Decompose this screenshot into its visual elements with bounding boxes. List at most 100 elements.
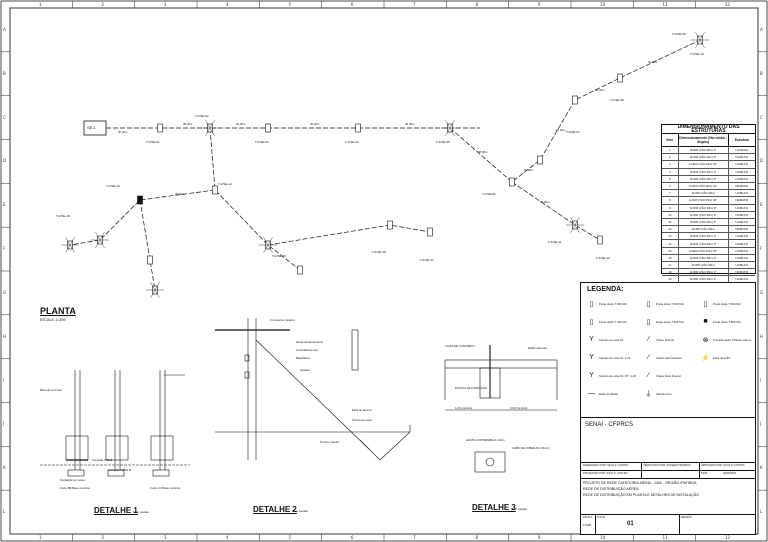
grid-row-label: B xyxy=(3,70,6,76)
legend-item: ⊗Transformador Trifásico Aéreo xyxy=(701,335,756,344)
table-cell: 3 xyxy=(662,161,679,168)
plan-pole xyxy=(265,123,271,133)
legend-item-label: Poste duplo T 300 Mm xyxy=(599,319,628,324)
table-cell: N1/M1/N1 xyxy=(735,169,749,174)
table-cell: 15 xyxy=(662,247,679,254)
table-cell: 5 xyxy=(662,175,679,182)
detail-2-sub: Sem escala xyxy=(292,509,308,513)
grid-row-label: A xyxy=(3,26,6,32)
detail-2-note: Cruzeta de madeira xyxy=(270,318,295,322)
legend-item: ▯Poste duplo T 300 Mm xyxy=(587,299,642,308)
grid-row-label: F xyxy=(3,246,6,252)
grid-row-label: H xyxy=(760,333,764,339)
legend-item: —Rede de Média xyxy=(587,389,642,398)
table-cell: 11/300 (VÃO 35m) 10° xyxy=(679,161,729,168)
grid-row-label: D xyxy=(3,158,7,164)
legend-item-label: Transformador Trifásico Aéreo xyxy=(713,337,751,342)
legend-item-label: Aterramento xyxy=(656,391,672,396)
title-block: SENAI - CFPRCS DESENHADO POR: SILVA P. C… xyxy=(580,417,756,535)
grid-row-label: K xyxy=(3,465,6,471)
grid-col-label: 9 xyxy=(537,1,541,7)
table-cell: U1/M1/N1 xyxy=(735,277,749,282)
plan-span-label: 25,00m xyxy=(556,128,566,132)
data-value: 30/06/2025 xyxy=(723,472,736,475)
grid-col-label: 3 xyxy=(163,1,167,7)
grid-col-label: 6 xyxy=(350,1,354,7)
grid-row-label: E xyxy=(760,202,763,208)
plan-span-label: 38,00m xyxy=(478,150,488,154)
table-cell: 11/300 (VÃO 30m) 0° xyxy=(679,254,729,261)
table-cell: 11 xyxy=(662,218,679,226)
plan-node-label: T-F/SE-11 xyxy=(548,240,562,244)
detail-2-note: Braçadeira xyxy=(296,356,310,360)
legend-item-label: Suporte de estai 01, 1,20 xyxy=(599,355,631,360)
grid-row-label: D xyxy=(760,158,764,164)
grid-row-label: E xyxy=(3,202,6,208)
grid-col-label: 7 xyxy=(413,1,416,7)
grid-col-label: 12 xyxy=(724,535,730,540)
plan-node-label: T-F/SE-02 xyxy=(195,114,209,118)
legend-item: Y Suporte de estai 02, 45°, 1,20 xyxy=(587,371,642,380)
table-cell: U1/M1/N1 xyxy=(735,234,749,239)
aprovado-por: APROVADO POR: SILVA P. CASTRO xyxy=(701,464,745,467)
plan-node-label: T-F/SE-16 xyxy=(372,250,386,254)
grid-row-label: B xyxy=(760,70,763,76)
plan-pole xyxy=(355,123,361,133)
plan-node-label: T-F/SE-08 xyxy=(610,98,624,102)
table-cell: U1/M1/N1 xyxy=(735,205,749,210)
legend-item-label: Suporte de estai 02, 45°, 1,20 xyxy=(599,373,637,378)
table-cell: 14 xyxy=(662,240,679,247)
plan-node-label: T-F/SE-04 xyxy=(345,140,359,144)
plan-span-label: 40,00m xyxy=(118,130,128,134)
plan-pole xyxy=(509,177,515,187)
grid-col-label: 1 xyxy=(39,1,42,7)
legend-symbol-icon: Y xyxy=(589,372,594,379)
folha-label: FOLHA xyxy=(597,516,605,519)
legend-item-label: Poste duplo T 300 Mm xyxy=(599,301,628,306)
plan-node-label: T-F/SE-03 xyxy=(255,140,269,144)
table-cell: N1/M1/N1 xyxy=(735,241,749,246)
plan-node-label: T-F/SE-12 xyxy=(596,256,610,260)
grid-col-label: 6 xyxy=(350,535,354,540)
legend-symbol-icon: ⏚ xyxy=(645,390,652,398)
plan-span-label: 40,00m xyxy=(540,200,550,204)
detail-3-note: ESTACA DE FUNDAÇÃO xyxy=(455,386,487,390)
plan-node-label: T-F/SE-14 xyxy=(218,182,232,186)
plan-node-label: T-F/SE-09 xyxy=(672,32,686,36)
grid-row-label: G xyxy=(760,289,764,295)
detail-2-note: Haste de aterramento xyxy=(296,340,324,344)
grid-col-label: 2 xyxy=(101,535,105,540)
folha-value: 01 xyxy=(627,521,634,527)
legend-item: ▯Poste duplo T 600 Mm xyxy=(644,299,699,308)
table-cell: N2/M2/N2 xyxy=(735,227,749,232)
legend-item: ⚡Para-raios BT xyxy=(701,353,756,362)
legend-symbol-icon: ⁄ xyxy=(647,372,650,379)
legend-item-label: Poste duplo T 600 Mm xyxy=(656,319,685,324)
table-cell: 11/300 (VÃO 28m) 0° xyxy=(679,204,729,211)
table-header-estrutura: Estrutura xyxy=(734,138,749,142)
detail-1-note: Corte CC Base concreto xyxy=(150,486,181,490)
legend-symbol-icon: ▯ xyxy=(646,318,651,326)
legend-symbol-icon: ⚡ xyxy=(701,354,710,362)
table-cell: N1/M1/N1 xyxy=(735,255,749,260)
grid-col-label: 11 xyxy=(662,535,668,540)
detail-3-note: 1,00 (mínimo) xyxy=(455,406,473,410)
table-cell: 13 xyxy=(662,233,679,240)
grid-col-label: 11 xyxy=(662,1,668,7)
plan-span-label: 32,00m xyxy=(648,60,658,64)
grid-col-label: 10 xyxy=(600,1,606,7)
detail-1-note: Armação 7.85x3 xyxy=(92,458,113,462)
legend-item-label: Chave Seccionadora xyxy=(656,355,682,360)
legend-box: LEGENDA: ▯Poste duplo T 300 Mm▯Poste dup… xyxy=(580,282,756,419)
escala-value: 1:1000 xyxy=(583,524,591,527)
legend-item: ▯Poste duplo T 600 Mm xyxy=(701,299,756,308)
grid-col-label: 12 xyxy=(724,1,730,7)
